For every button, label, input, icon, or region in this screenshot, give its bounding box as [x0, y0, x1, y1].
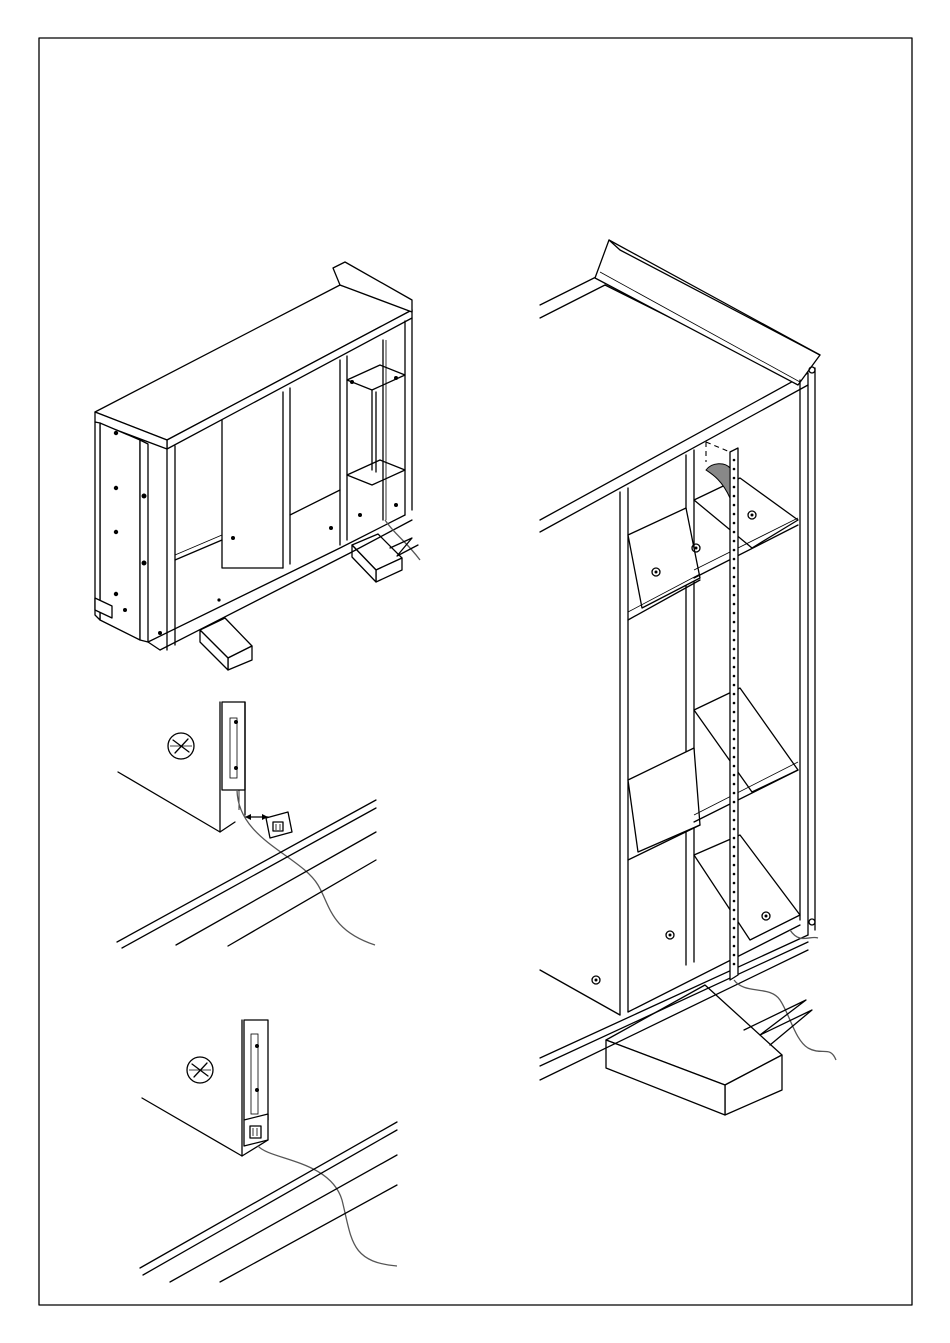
cabinet-overview-view	[95, 262, 420, 670]
support-block-large-icon	[606, 985, 782, 1115]
screw-icon	[168, 733, 194, 759]
plugged-socket-icon	[244, 1114, 268, 1146]
plug-detail-before-view	[117, 702, 376, 948]
top-panel	[95, 285, 412, 440]
plug-detail-after-view	[140, 1020, 397, 1282]
cabinet-closeup-view	[540, 240, 836, 1115]
light-strip-end	[222, 702, 245, 790]
screw-icon-2	[187, 1057, 213, 1083]
power-socket-icon	[266, 812, 292, 838]
light-strip-end-2	[244, 1020, 268, 1120]
power-cable	[237, 790, 375, 945]
support-block-rear-icon	[352, 534, 402, 582]
